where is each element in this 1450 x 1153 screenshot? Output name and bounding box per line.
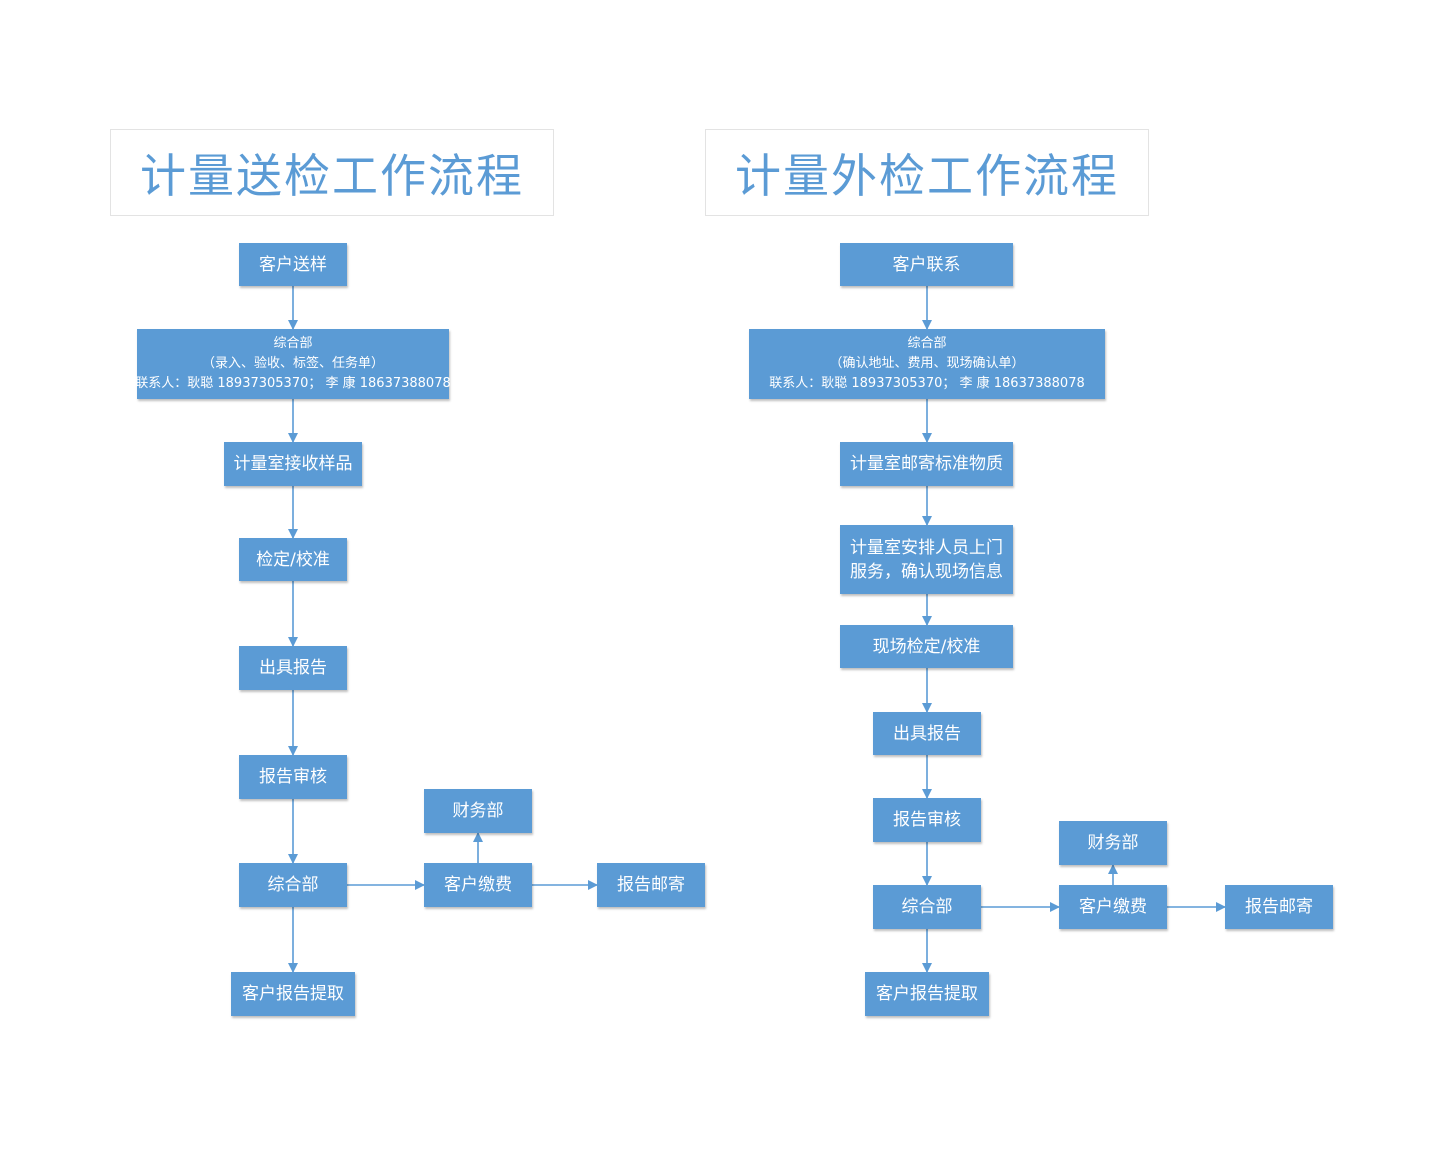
left-customer-send: 客户送样 <box>239 243 347 286</box>
left-general-dept-name: 综合部 <box>273 336 313 351</box>
left-title: 计量送检工作流程 <box>110 129 554 216</box>
right-report-review: 报告审核 <box>873 798 981 842</box>
left-report-pickup: 客户报告提取 <box>231 972 355 1016</box>
right-general-dept-contacts: 联系人：耿聪 18937305370； 李 康 18637388078 <box>769 376 1085 391</box>
right-lab-mail-standard: 计量室邮寄标准物质 <box>840 442 1013 486</box>
left-finance: 财务部 <box>424 789 532 833</box>
right-onsite-verify: 现场检定/校准 <box>840 625 1013 668</box>
right-title: 计量外检工作流程 <box>705 129 1149 216</box>
right-issue-report: 出具报告 <box>873 712 981 755</box>
right-general-dept-tasks: （确认地址、费用、现场确认单） <box>829 356 1025 371</box>
right-customer-pay: 客户缴费 <box>1059 885 1167 929</box>
right-report-pickup: 客户报告提取 <box>865 972 989 1016</box>
right-lab-arrange: 计量室安排人员上门 服务，确认现场信息 <box>840 525 1013 594</box>
left-issue-report: 出具报告 <box>239 646 347 690</box>
left-general-dept-2: 综合部 <box>239 863 347 907</box>
left-report-review: 报告审核 <box>239 755 347 799</box>
left-lab-receive: 计量室接收样品 <box>224 442 362 486</box>
right-general-dept-2: 综合部 <box>873 885 981 929</box>
left-customer-pay: 客户缴费 <box>424 863 532 907</box>
left-general-dept: 综合部 （录入、验收、标签、任务单） 联系人：耿聪 18937305370； 李… <box>135 329 451 399</box>
left-general-dept-contacts: 联系人：耿聪 18937305370； 李 康 18637388078 <box>135 376 451 391</box>
right-finance: 财务部 <box>1059 821 1167 865</box>
right-customer-contact: 客户联系 <box>840 243 1013 286</box>
left-general-dept-tasks: （录入、验收、标签、任务单） <box>201 356 384 371</box>
left-verify: 检定/校准 <box>239 538 347 581</box>
left-report-mail: 报告邮寄 <box>597 863 705 907</box>
right-lab-arrange-line2: 服务，确认现场信息 <box>850 561 1003 582</box>
right-general-dept-name: 综合部 <box>907 336 947 351</box>
right-general-dept: 综合部 （确认地址、费用、现场确认单） 联系人：耿聪 18937305370； … <box>749 329 1105 399</box>
right-lab-arrange-line1: 计量室安排人员上门 <box>850 537 1003 558</box>
right-report-mail: 报告邮寄 <box>1225 885 1333 929</box>
